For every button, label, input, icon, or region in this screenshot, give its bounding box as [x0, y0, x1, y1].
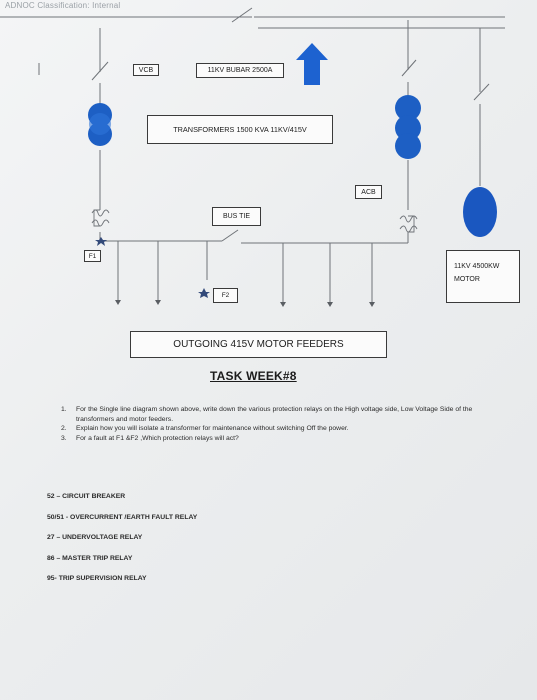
left-transformer-icon: [88, 103, 112, 146]
question-list: 1.For the Single line diagram shown abov…: [61, 405, 481, 443]
legend-item: 52 – CIRCUIT BREAKER: [47, 493, 126, 500]
up-arrow-icon: [296, 43, 328, 85]
acb-label: ACB: [355, 185, 382, 199]
left-vcb-switch: [91, 61, 109, 81]
fault-f2-label: F2: [213, 288, 238, 303]
fault-f1-label: F1: [84, 250, 101, 262]
hv-break-mark: [231, 7, 253, 23]
outgoing-feeders-label: OUTGOING 415V MOTOR FEEDERS: [130, 331, 387, 358]
classification-label: ADNOC Classification: Internal: [5, 1, 121, 10]
motor-label-line1: 11KV 4500KW: [454, 263, 500, 270]
fault-marks: [95, 237, 210, 298]
right-vcb-switch: [401, 59, 417, 77]
single-line-diagram: [0, 7, 505, 307]
relay-legend: 52 – CIRCUIT BREAKER 50/51 - OVERCURRENT…: [47, 487, 197, 590]
legend-item: 50/51 - OVERCURRENT /EARTH FAULT RELAY: [47, 513, 198, 521]
legend-item: 86 – MASTER TRIP RELAY: [47, 554, 133, 562]
bus-tie-label: BUS TIE: [212, 207, 261, 226]
right-transformer-icon: [395, 95, 421, 159]
vcb-label: VCB: [133, 64, 159, 76]
right-ct-icon: [399, 215, 418, 233]
legend-item: 95- TRIP SUPERVISION RELAY: [47, 575, 147, 582]
motor-label-box: 11KV 4500KW MOTOR: [446, 250, 520, 303]
bus-tie-switch: [221, 229, 239, 242]
task-title: TASK WEEK#8: [210, 369, 297, 383]
motor-icon: [463, 187, 497, 237]
busbar-label: 11KV BUBAR 2500A: [196, 63, 284, 78]
motor-label-line2: MOTOR: [454, 276, 480, 283]
question-item: 3.For a fault at F1 &F2 ,Which protectio…: [61, 434, 239, 442]
legend-item: 27 – UNDERVOLTAGE RELAY: [47, 534, 143, 541]
question-item: 2.Explain how you will isolate a transfo…: [61, 425, 349, 432]
question-item: 1.For the Single line diagram shown abov…: [61, 406, 473, 423]
transformers-label: TRANSFORMERS 1500 KVA 11KV/415V: [147, 115, 333, 144]
left-ct-icon: [91, 209, 110, 227]
